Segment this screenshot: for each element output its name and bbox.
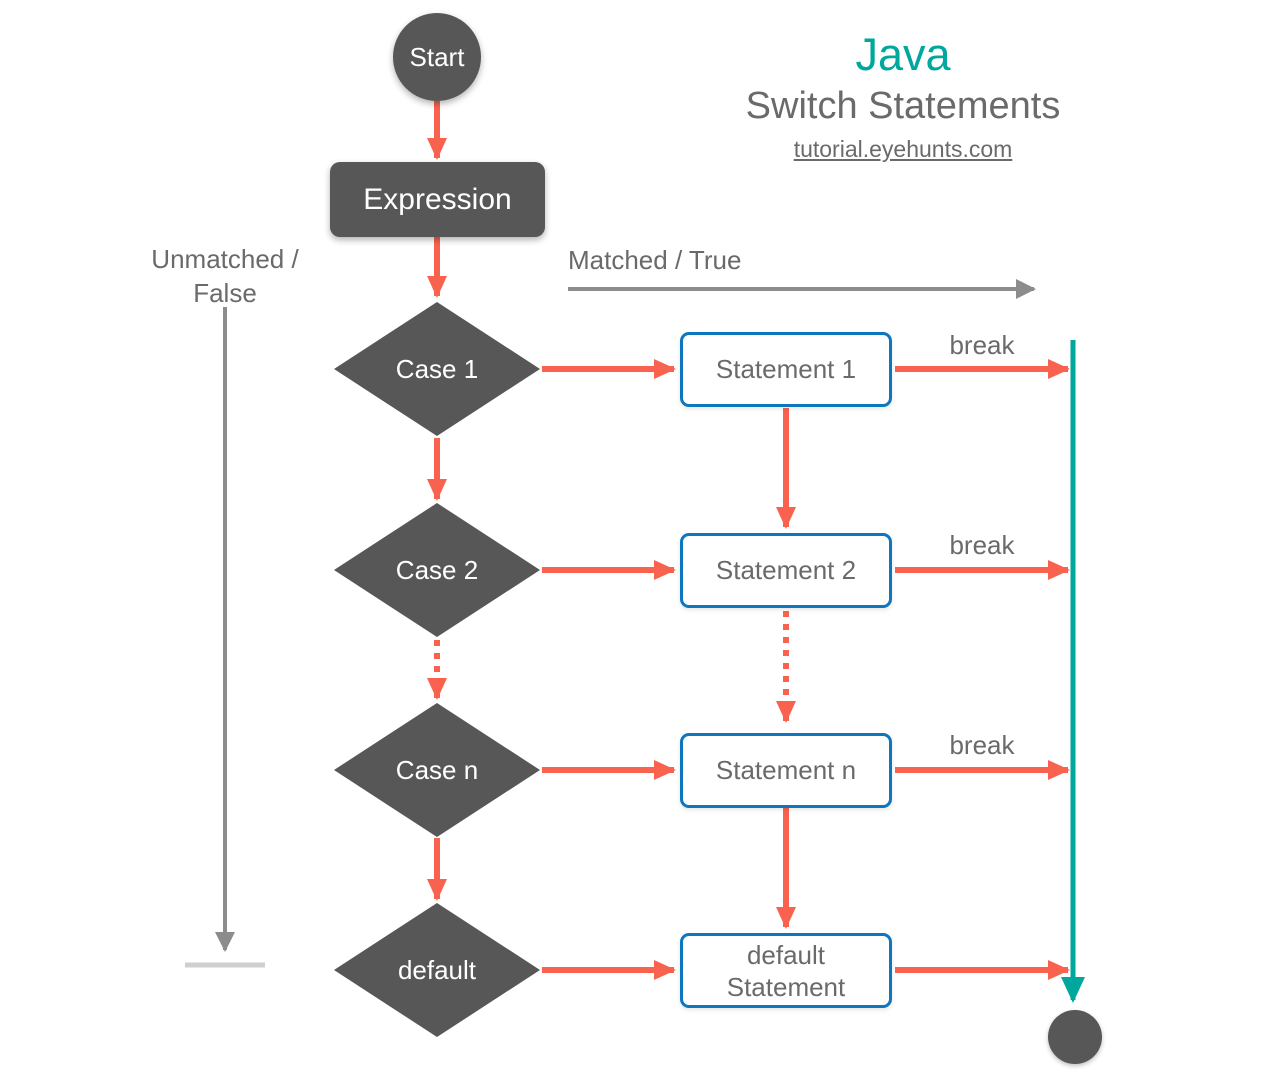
end-node — [1048, 1010, 1102, 1064]
break-label-1: break — [949, 330, 1015, 360]
casen-diamond: Case n — [334, 703, 540, 837]
expression-node: Expression — [330, 162, 545, 237]
start-node: Start — [393, 13, 481, 101]
expression-node-label: Expression — [363, 182, 512, 216]
page-title: Switch Statements — [745, 85, 1061, 127]
casen-label: Case n — [395, 754, 479, 785]
case1-diamond: Case 1 — [334, 302, 540, 436]
default-label: default — [397, 954, 477, 985]
site-link[interactable]: tutorial.eyehunts.com — [695, 136, 1111, 163]
unmatched-label-line1: Unmatched / — [151, 244, 299, 274]
brand-title: Java — [855, 29, 951, 80]
statementn-box: Statement n — [680, 733, 892, 808]
break-label-2: break — [949, 530, 1015, 560]
unmatched-false-label: Unmatched / False — [115, 242, 335, 310]
statement2-label: Statement 2 — [715, 555, 857, 585]
statement2-box: Statement 2 — [680, 533, 892, 608]
case1-label: Case 1 — [395, 353, 479, 384]
case2-label: Case 2 — [395, 554, 479, 585]
statement1-box: Statement 1 — [680, 332, 892, 407]
statement1-label: Statement 1 — [715, 354, 857, 384]
case2-diamond: Case 2 — [334, 503, 540, 637]
start-node-label: Start — [409, 41, 465, 72]
matched-true-label: Matched / True — [568, 245, 742, 275]
default-diamond: default — [334, 903, 540, 1037]
default-statement-label: default Statement — [726, 939, 846, 1002]
statementn-label: Statement n — [715, 755, 857, 785]
unmatched-label-line2: False — [193, 278, 257, 308]
default-statement-box: default Statement — [680, 933, 892, 1008]
site-link-text[interactable]: tutorial.eyehunts.com — [793, 136, 1013, 162]
title-block: Java Switch Statements tutorial.eyehunts… — [695, 30, 1111, 163]
break-label-3: break — [949, 730, 1015, 760]
